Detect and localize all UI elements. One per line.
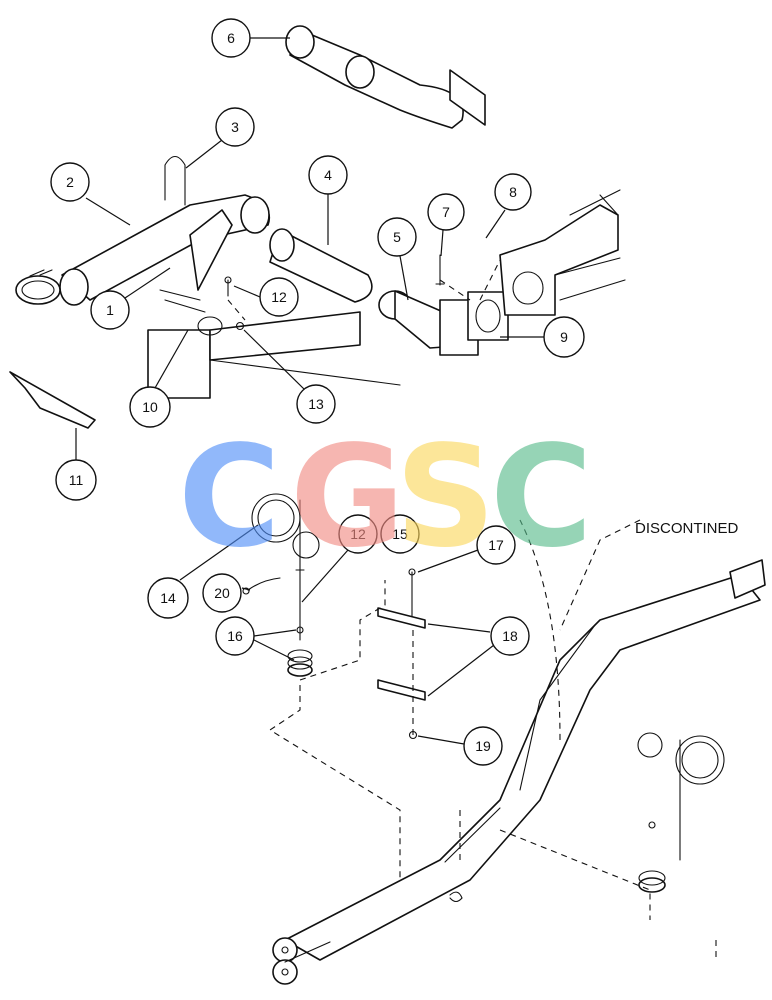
- strap-part-18: [377, 607, 426, 701]
- svg-text:18: 18: [502, 628, 518, 644]
- pipe-part-4: [269, 228, 373, 303]
- callout-13: 13: [243, 329, 336, 424]
- u-bolt-part-3: [164, 155, 186, 206]
- screw-part-12-top: [224, 276, 232, 297]
- flange-gasket-part-9: [467, 291, 509, 341]
- cgsc-watermark-logo: C G S C: [178, 416, 593, 579]
- svg-text:12: 12: [271, 289, 287, 305]
- svg-text:2: 2: [66, 174, 74, 190]
- callout-11: 11: [55, 428, 97, 501]
- callout-9: 9: [500, 316, 585, 358]
- callout-1: 1: [90, 267, 171, 330]
- frame-mount-part-8: [499, 189, 626, 316]
- watermark-letter-c2: C: [490, 416, 593, 579]
- svg-text:20: 20: [214, 585, 230, 601]
- callout-14: 14: [147, 524, 259, 619]
- callout-5: 5: [377, 217, 417, 301]
- callout-4: 4: [308, 155, 348, 245]
- svg-text:17: 17: [488, 537, 504, 553]
- elbow-pipe-part-2: [59, 194, 270, 306]
- svg-text:7: 7: [442, 204, 450, 220]
- mounting-bracket-part-10: [147, 209, 401, 399]
- spring-part-16: [287, 626, 313, 677]
- callout-3: 3: [185, 107, 255, 169]
- hose-holder-part-14: [251, 493, 320, 641]
- callout-12-top: 12: [233, 277, 299, 317]
- callout-8: 8: [485, 173, 532, 239]
- svg-text:13: 13: [308, 396, 324, 412]
- clamp-part-left: [15, 269, 61, 305]
- watermark-letter-c1: C: [178, 416, 281, 579]
- svg-text:5: 5: [393, 229, 401, 245]
- svg-text:16: 16: [227, 628, 243, 644]
- callout-7: 7: [427, 193, 465, 257]
- assembly-dashed-lines: [227, 259, 717, 960]
- hitch-frame: [272, 559, 766, 985]
- callout-2: 2: [50, 162, 131, 226]
- tube-part-5: [378, 290, 479, 356]
- svg-text:9: 9: [560, 329, 568, 345]
- svg-text:14: 14: [160, 590, 176, 606]
- callout-19: 19: [417, 726, 503, 766]
- svg-text:10: 10: [142, 399, 158, 415]
- svg-text:3: 3: [231, 119, 239, 135]
- nut-part-13: [235, 321, 245, 331]
- svg-text:1: 1: [106, 302, 114, 318]
- watermark-letter-s: S: [395, 416, 496, 579]
- callout-10: 10: [129, 329, 189, 428]
- svg-text:4: 4: [324, 167, 332, 183]
- svg-text:15: 15: [392, 526, 408, 542]
- pin-part-20: [242, 577, 281, 595]
- svg-text:11: 11: [69, 472, 84, 488]
- discontinued-note: DISCONTINED: [635, 520, 739, 537]
- pipe-part-6: [285, 25, 486, 129]
- svg-text:6: 6: [227, 30, 235, 46]
- svg-text:8: 8: [509, 184, 517, 200]
- callout-18: 18: [427, 616, 530, 697]
- watermark-letter-g: G: [290, 416, 405, 579]
- shield-plate-part-11: [9, 371, 96, 429]
- callout-16: 16: [215, 616, 297, 661]
- svg-text:19: 19: [475, 738, 491, 754]
- callout-6: 6: [211, 18, 290, 58]
- callout-17: 17: [417, 525, 516, 573]
- callout-20: 20: [202, 573, 251, 613]
- callout-12-lower: 12: [301, 514, 378, 603]
- callout-15: 15: [380, 514, 420, 554]
- hose-holder-right: [637, 732, 725, 893]
- svg-text:12: 12: [350, 526, 366, 542]
